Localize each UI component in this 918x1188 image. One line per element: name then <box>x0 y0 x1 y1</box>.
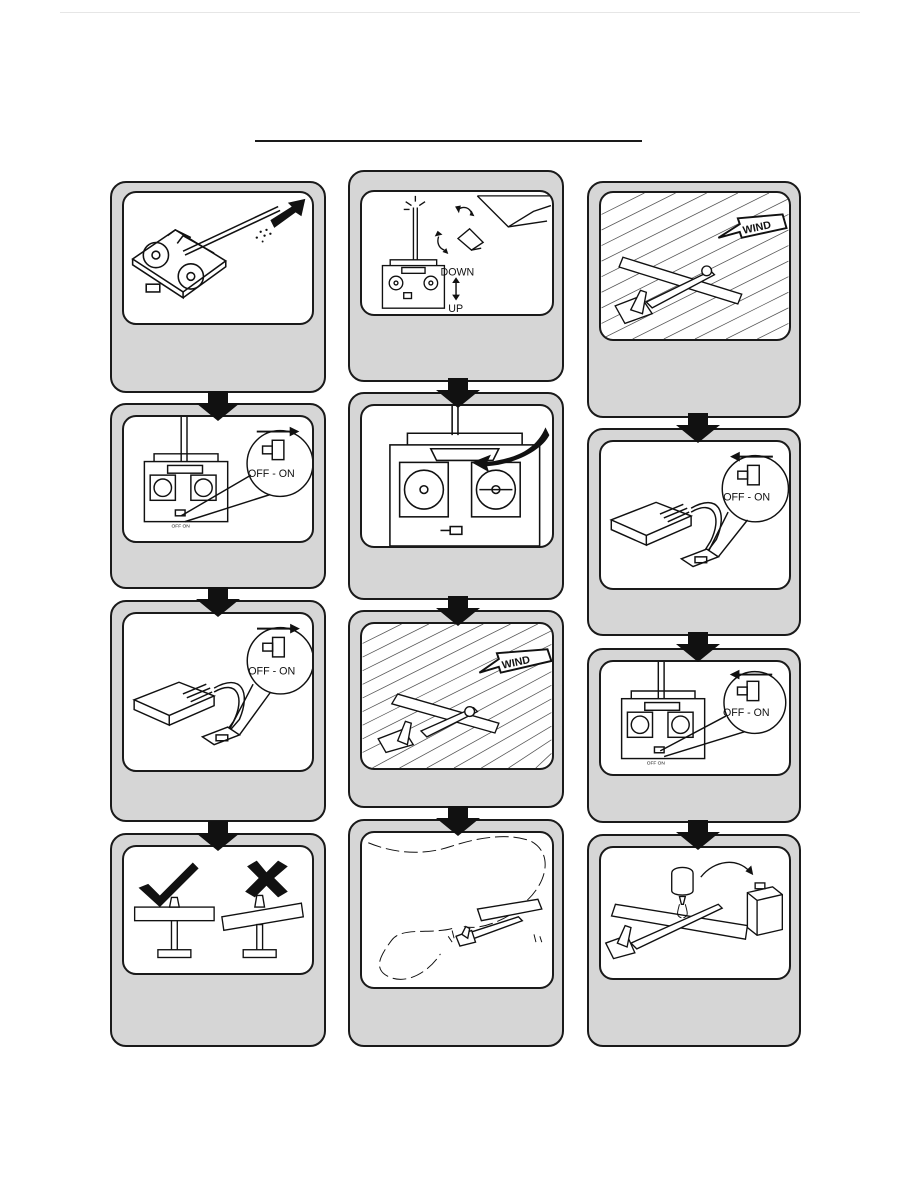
transmitter-icon <box>389 406 550 546</box>
step-card-flight-pattern <box>348 819 564 1047</box>
illustration-check-controls: DOWN UP <box>360 190 554 316</box>
down-arrow-icon <box>196 391 240 421</box>
transmitter-switch-icon: OFF - ON OFF ON <box>620 662 787 766</box>
cross-icon <box>245 860 288 898</box>
airplane-icon <box>604 903 749 960</box>
wind-label: WIND <box>742 219 773 237</box>
switch-label-small: OFF ON <box>647 760 666 766</box>
illustration-takeoff: WIND <box>360 622 554 770</box>
down-arrow-icon <box>676 413 720 443</box>
step-card-receiver-off: OFF - ON <box>587 428 801 636</box>
switch-label: OFF - ON <box>248 665 295 677</box>
wind-arrow-icon <box>478 648 552 674</box>
step-card-landing: WIND <box>587 181 801 418</box>
down-arrow-icon <box>196 821 240 851</box>
illustration-receiver-off: OFF - ON <box>599 440 791 590</box>
illustration-transmitter-on: OFF - ON OFF ON <box>122 415 314 543</box>
airplane-icon <box>614 256 743 325</box>
down-arrow-icon <box>676 820 720 850</box>
illustration-trim <box>360 404 554 548</box>
step-card-takeoff: WIND <box>348 610 564 808</box>
illustration-landing: WIND <box>599 191 791 341</box>
airplane-icon <box>455 898 543 947</box>
step-card-transmitter-on: OFF - ON OFF ON <box>110 403 326 589</box>
airplane-icon <box>133 894 305 959</box>
step-card-empty-fuel <box>587 834 801 1047</box>
step-card-extend-antenna <box>110 181 326 393</box>
illustration-extend-antenna <box>122 191 314 325</box>
step-card-receiver-on: OFF - ON <box>110 600 326 822</box>
illustration-empty-fuel <box>599 846 791 980</box>
fuel-bottle-icon <box>671 866 694 905</box>
illustration-receiver-on: OFF - ON <box>122 612 314 772</box>
transmitter-switch-icon: OFF - ON OFF ON <box>143 417 312 529</box>
title-rule <box>255 140 642 142</box>
left-arrow-icon <box>730 451 773 462</box>
down-arrow-icon <box>436 378 480 408</box>
illustration-flight-pattern <box>360 831 554 989</box>
step-card-trim <box>348 392 564 600</box>
down-label: DOWN <box>441 266 475 278</box>
right-arrow-icon <box>256 426 300 437</box>
switch-label: OFF - ON <box>723 491 770 503</box>
receiver-icon: OFF - ON <box>132 623 312 746</box>
down-arrow-icon <box>196 587 240 617</box>
switch-label-small: OFF ON <box>172 523 191 529</box>
step-card-check-wings <box>110 833 326 1047</box>
checkmark-icon <box>138 862 199 908</box>
airplane-icon <box>377 693 500 754</box>
wind-label: WIND <box>501 654 532 672</box>
flight-path <box>368 836 546 980</box>
switch-label: OFF - ON <box>248 468 295 480</box>
curved-arrow-icon <box>471 427 550 473</box>
step-card-transmitter-off: OFF - ON OFF ON <box>587 648 801 823</box>
fuel-can-icon <box>746 882 783 937</box>
down-arrow-icon <box>436 806 480 836</box>
illustration-check-wings <box>122 845 314 975</box>
page-top-rule <box>60 12 860 13</box>
wind-arrow-icon <box>717 213 788 239</box>
transmitter-icon <box>131 198 306 300</box>
receiver-icon: OFF - ON <box>609 451 789 568</box>
up-label: UP <box>448 303 463 314</box>
extend-arrow-icon <box>270 198 306 228</box>
illustration-transmitter-off: OFF - ON OFF ON <box>599 660 791 776</box>
switch-label: OFF - ON <box>723 707 770 719</box>
down-arrow-icon <box>676 632 720 662</box>
step-card-check-controls: DOWN UP <box>348 170 564 382</box>
down-arrow-icon <box>436 596 480 626</box>
